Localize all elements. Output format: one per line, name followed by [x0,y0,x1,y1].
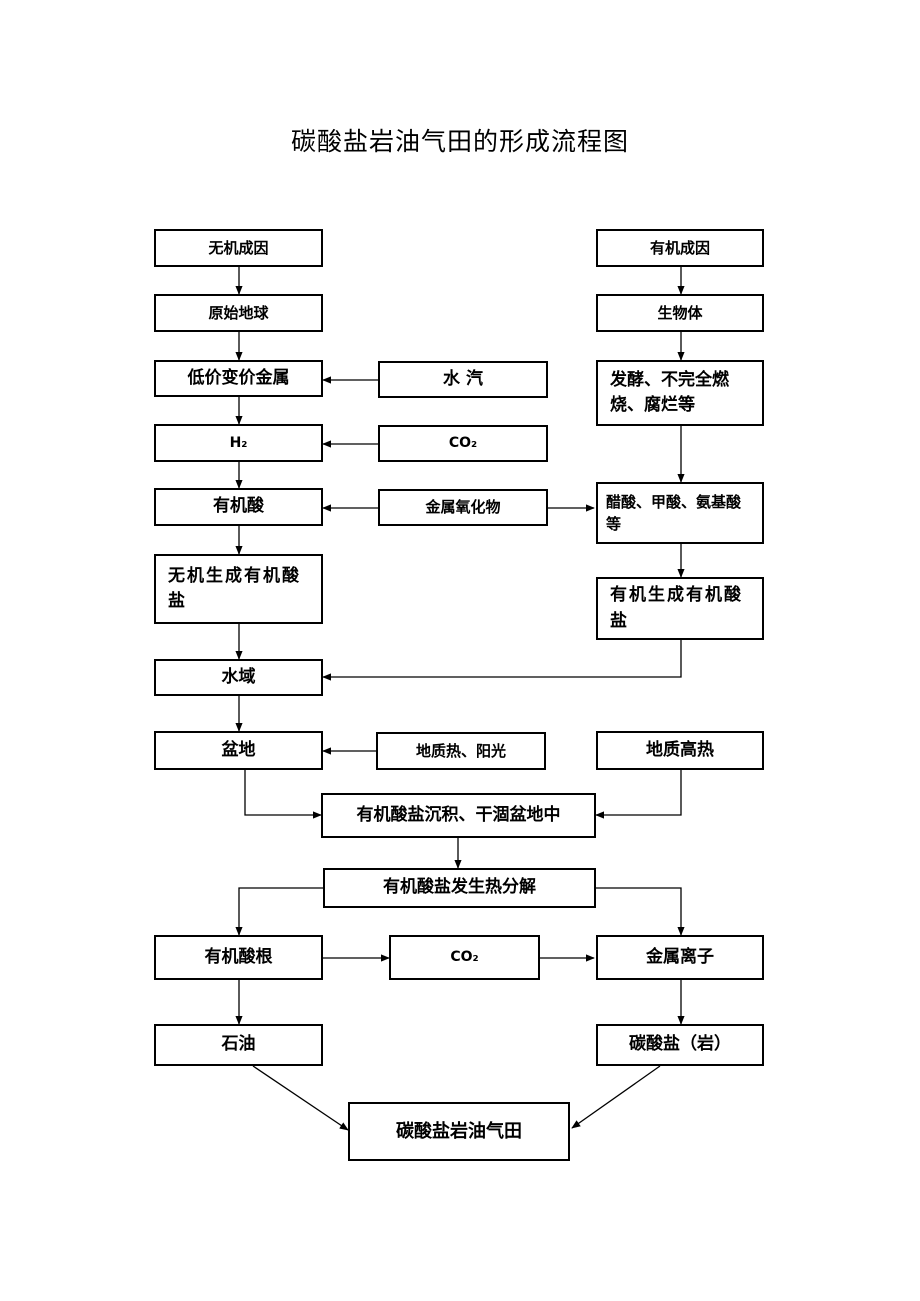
node-organism: 生物体 [596,294,764,332]
node-primitive-earth: 原始地球 [154,294,323,332]
node-water-vapor: 水 汽 [378,361,548,398]
node-petroleum: 石油 [154,1024,323,1066]
arrow-basin-to-deposition [244,770,322,819]
node-organic-acid: 有机酸 [154,488,323,526]
node-geo-high-heat: 地质高热 [596,731,764,770]
node-fermentation: 发酵、不完全燃烧、腐烂等 [596,360,764,426]
node-oilfield: 碳酸盐岩油气田 [348,1102,570,1161]
node-organic-acid-root: 有机酸根 [154,935,323,980]
node-organic-organic-salt: 有机生成有机酸盐 [596,577,764,640]
node-co2-bottom: CO₂ [389,935,540,980]
node-basin: 盆地 [154,731,323,770]
node-acids: 醋酸、甲酸、氨基酸等 [596,482,764,544]
node-metal-ion: 金属离子 [596,935,764,980]
node-co2-top: CO₂ [378,425,548,462]
arrow-petroleum-to-oilfield [252,1065,349,1131]
arrow-decomp-to-ion [596,887,685,936]
node-inorganic-cause: 无机成因 [154,229,323,267]
arrow-osalt-to-water [322,640,682,681]
page-title: 碳酸盐岩油气田的形成流程图 [290,127,629,156]
node-inorganic-organic-salt: 无机生成有机酸盐 [154,554,323,624]
node-heat-sun: 地质热、阳光 [376,732,546,770]
arrow-decomp-to-root [235,887,323,936]
node-deposition: 有机酸盐沉积、干涸盆地中 [321,793,596,838]
node-water-area: 水域 [154,659,323,696]
arrow-carbonate-to-oilfield [571,1065,661,1129]
node-carbonate: 碳酸盐（岩） [596,1024,764,1066]
node-low-valence-metal: 低价变价金属 [154,360,323,397]
node-h2: H₂ [154,424,323,462]
node-organic-cause: 有机成因 [596,229,764,267]
arrow-highheat-to-deposition [595,770,682,819]
node-metal-oxide: 金属氧化物 [378,489,548,526]
node-decomposition: 有机酸盐发生热分解 [323,868,596,908]
